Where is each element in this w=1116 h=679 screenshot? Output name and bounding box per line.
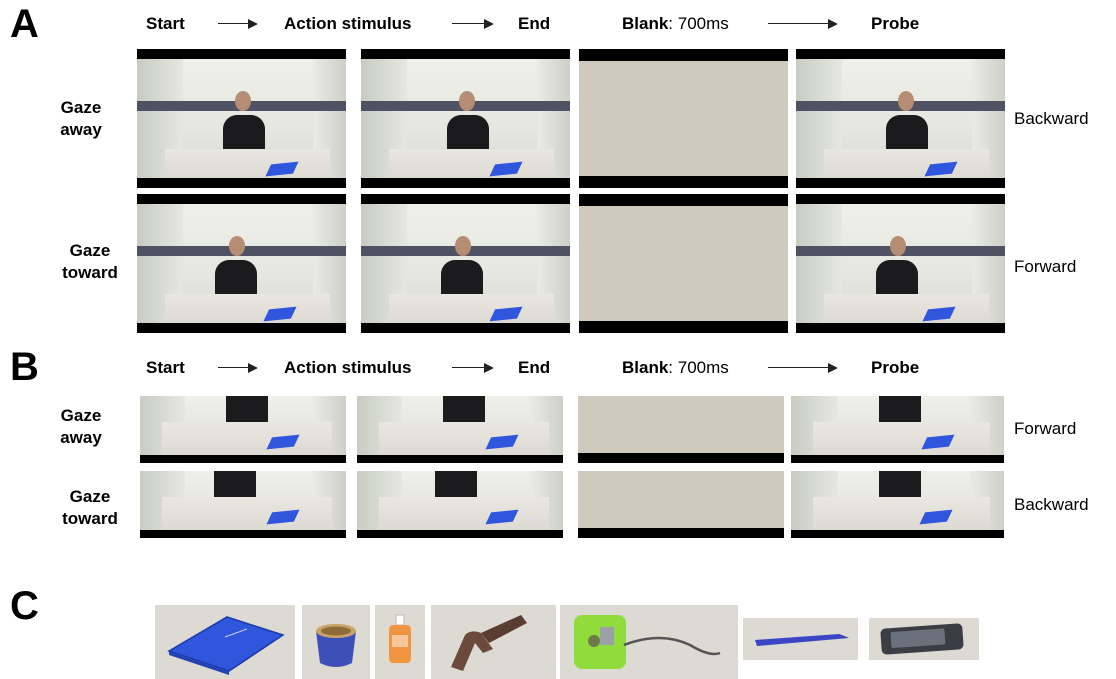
video-frame-end bbox=[361, 194, 570, 333]
video-frame-start bbox=[137, 194, 346, 333]
blank-frame bbox=[578, 471, 784, 538]
video-frame-probe-cropped bbox=[791, 471, 1004, 538]
video-frame-end-cropped bbox=[357, 471, 563, 538]
tape-measure-icon bbox=[560, 605, 738, 679]
direction-label: Forward bbox=[1014, 257, 1077, 276]
video-frame-start-cropped bbox=[140, 471, 346, 538]
panel-label-c: C bbox=[10, 584, 39, 628]
blank-frame bbox=[579, 49, 788, 188]
panel-label-a: A bbox=[10, 2, 39, 46]
header-probe: Probe bbox=[871, 14, 920, 33]
header-end: End bbox=[518, 358, 551, 377]
bottle-icon bbox=[375, 605, 425, 679]
header-start: Start bbox=[146, 14, 185, 33]
header-action-stimulus: Action stimulus bbox=[284, 14, 412, 33]
video-frame-end-cropped bbox=[357, 396, 563, 463]
header-blank: Blank: 700ms bbox=[622, 358, 729, 377]
direction-label: Backward bbox=[1014, 495, 1089, 514]
header-action-stimulus: Action stimulus bbox=[284, 358, 412, 377]
blank-frame bbox=[579, 194, 788, 333]
header-probe: Probe bbox=[871, 358, 920, 377]
phone-icon bbox=[869, 618, 979, 660]
arrow-icon bbox=[452, 362, 494, 374]
blank-frame bbox=[578, 396, 784, 463]
arrow-icon bbox=[452, 18, 494, 30]
arrow-icon bbox=[768, 18, 838, 30]
video-frame-start bbox=[137, 49, 346, 188]
book-icon bbox=[155, 605, 295, 679]
stapler-icon bbox=[431, 605, 556, 679]
header-end: End bbox=[518, 14, 551, 33]
direction-label: Forward bbox=[1014, 419, 1077, 438]
video-frame-probe bbox=[796, 49, 1005, 188]
arrow-icon bbox=[768, 362, 838, 374]
video-frame-probe bbox=[796, 194, 1005, 333]
video-frame-start-cropped bbox=[140, 396, 346, 463]
header-blank: Blank: 700ms bbox=[622, 14, 729, 33]
direction-label: Backward bbox=[1014, 109, 1089, 128]
header-start: Start bbox=[146, 358, 185, 377]
video-frame-probe-cropped bbox=[791, 396, 1004, 463]
video-frame-end bbox=[361, 49, 570, 188]
panel-label-b: B bbox=[10, 345, 39, 389]
arrow-icon bbox=[218, 18, 258, 30]
pen-icon bbox=[743, 618, 858, 660]
cup-icon bbox=[302, 605, 370, 679]
arrow-icon bbox=[218, 362, 258, 374]
